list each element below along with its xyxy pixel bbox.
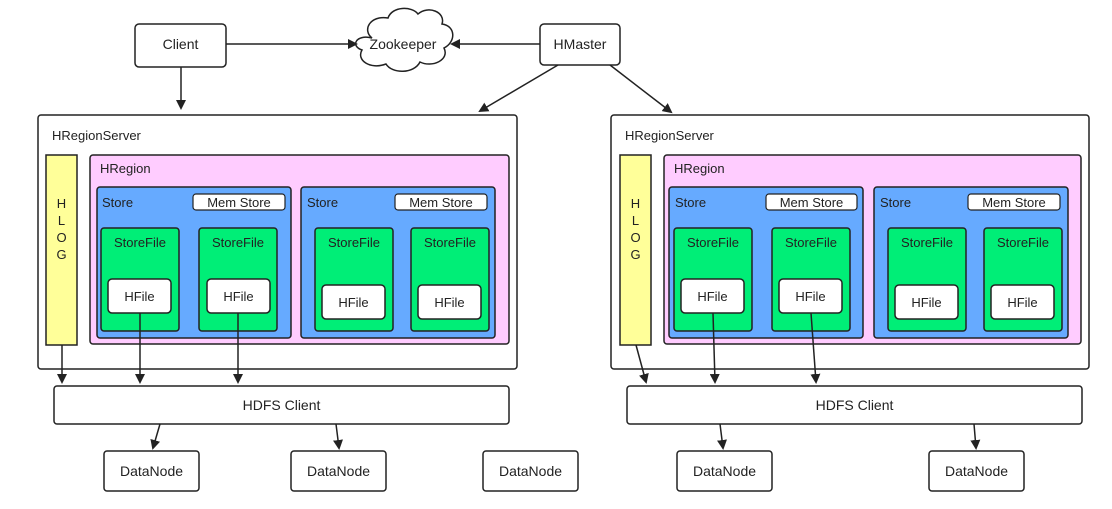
- hfile-label: HFile: [434, 295, 464, 310]
- hfile: [321, 284, 386, 320]
- hregion: HRegion Store Mem Store StoreFile HFile …: [663, 154, 1082, 345]
- hfile: [417, 284, 482, 320]
- memstore: [394, 193, 488, 211]
- hmaster-node: HMaster: [539, 23, 621, 66]
- hregion: HRegion Store Mem Store StoreFile HFile …: [89, 154, 510, 345]
- regionserver-2: HRegionServer HLOG HRegion Store Mem Sto…: [610, 114, 1090, 370]
- hdfs-to-datanode-arrow: [333, 423, 343, 450]
- datanode-label: DataNode: [945, 463, 1008, 479]
- datanode-label: DataNode: [499, 463, 562, 479]
- client-label: Client: [163, 36, 199, 52]
- datanode-label: DataNode: [120, 463, 183, 479]
- hfile-label: HFile: [911, 295, 941, 310]
- hfile: [990, 284, 1055, 320]
- hfile-label: HFile: [338, 295, 368, 310]
- hfile-label: HFile: [124, 289, 154, 304]
- datanode-label: DataNode: [307, 463, 370, 479]
- hfile: [894, 284, 959, 320]
- regionserver-title: HRegionServer: [625, 128, 715, 143]
- hdfs-to-datanode-arrow: [150, 423, 161, 450]
- hfile: [680, 278, 745, 314]
- store-label: Store: [675, 195, 706, 210]
- hfile: [778, 278, 843, 314]
- hregion-label: HRegion: [674, 161, 725, 176]
- store: Store Mem Store StoreFile HFile StoreFil…: [873, 186, 1069, 339]
- memstore-label: Mem Store: [982, 195, 1046, 210]
- hlog: HLOG: [619, 154, 652, 346]
- hmaster-label: HMaster: [554, 36, 607, 52]
- memstore-label: Mem Store: [207, 195, 271, 210]
- storefile-label: StoreFile: [424, 235, 476, 250]
- hregion-label: HRegion: [100, 161, 151, 176]
- datanode: DataNode: [482, 450, 579, 492]
- storefile-label: StoreFile: [114, 235, 166, 250]
- store-label: Store: [307, 195, 338, 210]
- memstore: [192, 193, 286, 211]
- storefile-label: StoreFile: [212, 235, 264, 250]
- datanode: DataNode: [928, 450, 1025, 492]
- hfile-label: HFile: [795, 289, 825, 304]
- store: Store Mem Store StoreFile HFile StoreFil…: [668, 186, 864, 339]
- client-node: Client: [134, 23, 227, 68]
- hdfs-client-label: HDFS Client: [816, 397, 894, 413]
- datanode: DataNode: [290, 450, 387, 492]
- memstore-label: Mem Store: [780, 195, 844, 210]
- hfile-label: HFile: [1007, 295, 1037, 310]
- storefile-label: StoreFile: [785, 235, 837, 250]
- memstore: [765, 193, 858, 211]
- datanode: DataNode: [103, 450, 200, 492]
- store-label: Store: [102, 195, 133, 210]
- storefile-label: StoreFile: [687, 235, 739, 250]
- hlog-label: HLOG: [628, 196, 643, 264]
- hdfs-client-1: HDFS Client: [53, 385, 510, 425]
- storefile-label: StoreFile: [901, 235, 953, 250]
- zookeeper-cloud: Zookeeper: [354, 7, 454, 72]
- zookeeper-label: Zookeeper: [370, 36, 437, 52]
- hlog-label: HLOG: [54, 196, 69, 264]
- hdfs-client-2: HDFS Client: [626, 385, 1083, 425]
- hlog: HLOG: [45, 154, 78, 346]
- hfile-to-hdfs-arrow: [810, 312, 821, 384]
- hlog-to-hdfs-arrow: [635, 344, 649, 384]
- datanode: DataNode: [676, 450, 773, 492]
- store: Store Mem Store StoreFile HFile StoreFil…: [300, 186, 496, 339]
- hfile-to-hdfs-arrow: [709, 312, 720, 384]
- regionserver-title: HRegionServer: [52, 128, 142, 143]
- storefile-label: StoreFile: [997, 235, 1049, 250]
- memstore: [967, 193, 1061, 211]
- hmaster-to-regionserver-2-arrow: [609, 64, 673, 114]
- hfile-label: HFile: [223, 289, 253, 304]
- hdfs-client-label: HDFS Client: [243, 397, 321, 413]
- regionserver-1: HRegionServer HLOG HRegion Store Mem Sto…: [37, 114, 518, 370]
- store: Store Mem Store StoreFile HFile StoreFil…: [96, 186, 292, 339]
- hdfs-to-datanode-arrow: [717, 423, 727, 450]
- memstore-label: Mem Store: [409, 195, 473, 210]
- store-label: Store: [880, 195, 911, 210]
- hmaster-to-regionserver-1-arrow: [478, 64, 559, 113]
- hfile-label: HFile: [697, 289, 727, 304]
- hdfs-to-datanode-arrow: [970, 423, 981, 450]
- datanode-label: DataNode: [693, 463, 756, 479]
- storefile-label: StoreFile: [328, 235, 380, 250]
